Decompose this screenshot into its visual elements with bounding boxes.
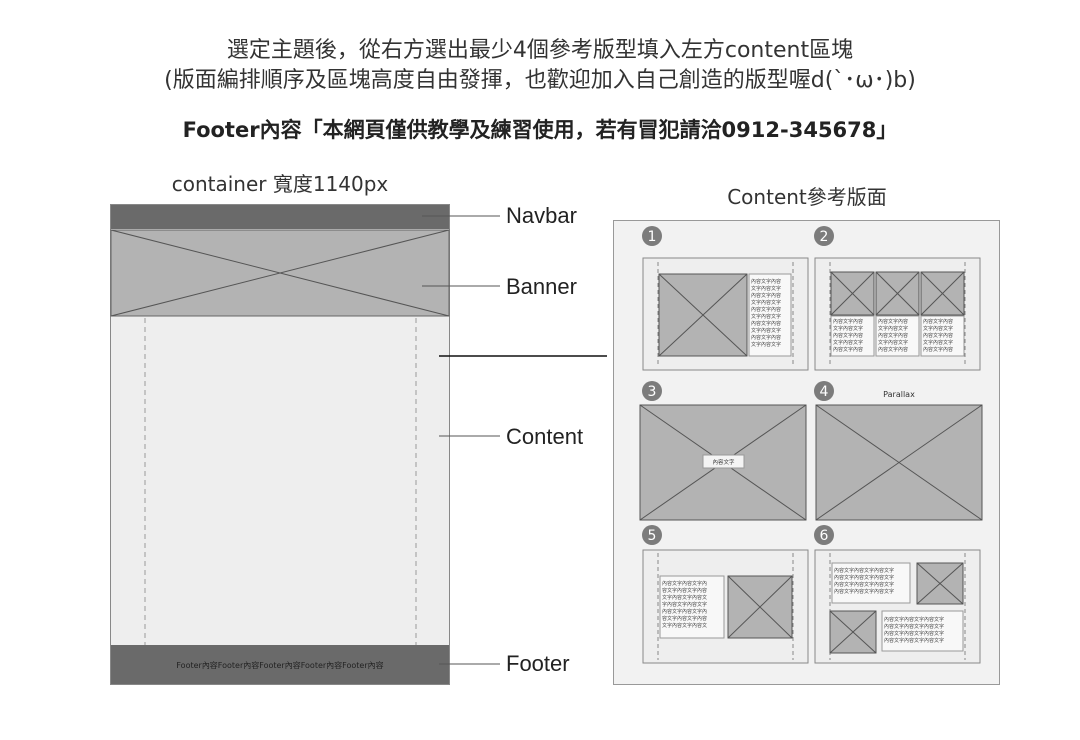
footer-label: Footer — [506, 651, 570, 676]
layout-1: 內容文字內容文字內容文字 內容文字內容文字內容文字 內容文字內容文字內容文字 內… — [642, 257, 809, 371]
badge-5-number: 5 — [648, 528, 657, 544]
svg-text:內容文字內容: 內容文字內容 — [751, 320, 781, 327]
badge-1-number: 1 — [648, 229, 657, 245]
reference-title: Content參考版面 — [727, 185, 887, 209]
content-label: Content — [506, 424, 584, 449]
badge-3: 3 — [642, 381, 662, 401]
footer-block — [111, 645, 449, 684]
svg-text:字內容文字內容文字: 字內容文字內容文字 — [662, 601, 707, 608]
svg-text:內容文字內容文字內容文字: 內容文字內容文字內容文字 — [884, 616, 944, 623]
svg-text:內容文字內容文字內容文字: 內容文字內容文字內容文字 — [834, 588, 894, 595]
svg-text:內容文字內容: 內容文字內容 — [878, 346, 908, 353]
svg-text:文字內容文字: 文字內容文字 — [751, 327, 781, 334]
svg-text:內容文字內容文字內容文字: 內容文字內容文字內容文字 — [884, 630, 944, 637]
layout-4: Parallax — [815, 390, 983, 521]
badge-2-number: 2 — [820, 229, 829, 245]
svg-text:容文字內容文字內容: 容文字內容文字內容 — [662, 587, 707, 594]
svg-text:內容文字內容: 內容文字內容 — [833, 318, 863, 325]
layout-3-caption: 內容文字 — [712, 458, 735, 466]
badge-6-number: 6 — [820, 528, 829, 544]
svg-text:內容文字內容: 內容文字內容 — [833, 332, 863, 339]
svg-text:內容文字內容: 內容文字內容 — [751, 292, 781, 299]
svg-text:內容文字內容文字內: 內容文字內容文字內 — [662, 580, 707, 587]
badge-4-number: 4 — [820, 384, 829, 400]
svg-text:內容文字內容: 內容文字內容 — [878, 332, 908, 339]
svg-text:內容文字內容文字內容文字: 內容文字內容文字內容文字 — [834, 581, 894, 588]
svg-text:內容文字內容: 內容文字內容 — [751, 306, 781, 313]
svg-text:文字內容文字: 文字內容文字 — [751, 341, 781, 348]
container-title: container 寬度1140px — [171, 172, 389, 196]
container-footer-text: Footer內容Footer內容Footer內容Footer內容Footer內容 — [176, 660, 383, 670]
layout-2-card-1 — [830, 271, 875, 357]
layout-3: 內容文字 — [639, 404, 807, 521]
badge-6: 6 — [814, 525, 834, 545]
navbar-label: Navbar — [506, 203, 577, 228]
svg-text:內容文字內容: 內容文字內容 — [751, 334, 781, 341]
svg-text:文字內容文字: 文字內容文字 — [751, 285, 781, 292]
banner-label: Banner — [506, 274, 577, 299]
svg-text:文字內容文字: 文字內容文字 — [833, 325, 863, 332]
svg-text:內容文字內容: 內容文字內容 — [833, 346, 863, 353]
layout-2-card-3 — [920, 271, 965, 357]
svg-text:文字內容文字: 文字內容文字 — [751, 299, 781, 306]
svg-text:文字內容文字: 文字內容文字 — [878, 325, 908, 332]
svg-text:內容文字內容: 內容文字內容 — [751, 278, 781, 285]
layout-2-card-2 — [875, 271, 920, 357]
badge-4: 4 — [814, 381, 834, 401]
instruction-line-2: (版面編排順序及區塊高度自由發揮，也歡迎加入自己創造的版型喔d(`･ω･)b) — [164, 68, 916, 93]
svg-text:內容文字內容: 內容文字內容 — [923, 346, 953, 353]
svg-text:文字內容文字: 文字內容文字 — [833, 339, 863, 346]
svg-text:文字內容文字: 文字內容文字 — [878, 339, 908, 346]
navbar-block — [111, 205, 449, 229]
svg-text:文字內容文字: 文字內容文字 — [923, 325, 953, 332]
svg-text:內容文字內容文字內: 內容文字內容文字內 — [662, 608, 707, 615]
badge-2: 2 — [814, 226, 834, 246]
layout-4-caption: Parallax — [883, 390, 915, 399]
svg-text:內容文字內容: 內容文字內容 — [878, 318, 908, 325]
svg-text:內容文字內容文字內容文字: 內容文字內容文字內容文字 — [834, 574, 894, 581]
banner-cross-line — [110, 229, 450, 317]
footer-content-note: Footer內容「本網頁僅供教學及練習使用，若有冒犯請洽0912-345678」 — [182, 118, 898, 142]
svg-text:文字內容文字: 文字內容文字 — [923, 339, 953, 346]
svg-text:文字內容文字內容文: 文字內容文字內容文 — [662, 594, 707, 601]
svg-text:內容文字內容文字內容文字: 內容文字內容文字內容文字 — [884, 623, 944, 630]
svg-text:內容文字內容文字內容文字: 內容文字內容文字內容文字 — [834, 567, 894, 574]
badge-1: 1 — [642, 226, 662, 246]
layout-1-text: 內容文字內容文字內容文字 內容文字內容文字內容文字 內容文字內容文字內容文字 內… — [751, 278, 781, 348]
badge-3-number: 3 — [648, 384, 657, 400]
svg-text:內容文字內容: 內容文字內容 — [923, 318, 953, 325]
instruction-line-1: 選定主題後，從右方選出最少4個參考版型填入左方content區塊 — [226, 38, 854, 63]
svg-text:內容文字內容: 內容文字內容 — [923, 332, 953, 339]
svg-text:容文字內容文字內容: 容文字內容文字內容 — [662, 615, 707, 622]
svg-text:文字內容文字: 文字內容文字 — [751, 313, 781, 320]
svg-text:文字內容文字內容文: 文字內容文字內容文 — [662, 622, 707, 629]
svg-text:內容文字內容文字內容文字: 內容文字內容文字內容文字 — [884, 637, 944, 644]
badge-5: 5 — [642, 525, 662, 545]
